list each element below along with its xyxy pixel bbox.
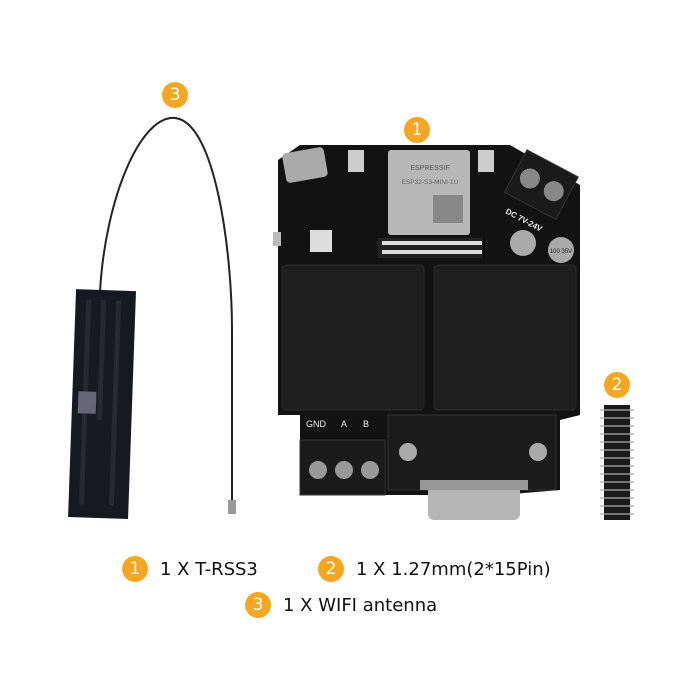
power-terminal (503, 149, 579, 221)
antenna-cable (99, 116, 233, 505)
ipex-connector (228, 500, 236, 514)
caption-badge: 1 (122, 556, 148, 582)
caption-item-1: 1 1 X T-RSS3 (122, 556, 258, 582)
t-rss3-board: ESPRESSIF ESP32-S3-MINI-1U DC 7V-24V 100… (273, 145, 580, 520)
caption-item-3: 3 1 X WIFI antenna (245, 592, 437, 618)
caption-item-2: 2 1 X 1.27mm(2*15Pin) (318, 556, 551, 582)
caption-text: 1 X 1.27mm(2*15Pin) (356, 558, 551, 580)
button (310, 230, 332, 252)
terminal-label-a: A (341, 419, 347, 429)
relay-1 (281, 264, 425, 411)
rs485-terminal (299, 439, 386, 496)
pin-header-2x15 (600, 405, 634, 520)
db9-connector (387, 414, 557, 520)
caption-text: 1 X WIFI antenna (283, 594, 438, 616)
button (478, 150, 494, 172)
switch (273, 232, 281, 246)
capacitor (548, 237, 574, 263)
relay-2 (433, 264, 577, 411)
caption-text: 1 X T-RSS3 (160, 558, 258, 580)
terminal-label-gnd: GND (306, 419, 327, 429)
wifi-antenna (68, 289, 136, 520)
callout-badge-2: 2 (604, 372, 630, 398)
qr-code (433, 195, 463, 223)
capacitor (510, 230, 536, 256)
terminal-label-b: B (363, 419, 369, 429)
callout-badge-1: 1 (404, 117, 430, 143)
caption-badge: 2 (318, 556, 344, 582)
callout-badge-3: 3 (162, 82, 188, 108)
caption-badge: 3 (245, 592, 271, 618)
capacitor-text: 100 35V (550, 249, 572, 255)
usb-c-port (282, 147, 328, 183)
module-model: ESP32-S3-MINI-1U (402, 179, 459, 186)
button (348, 150, 364, 172)
socket-pins (382, 241, 482, 254)
module-brand: ESPRESSIF (410, 165, 449, 172)
